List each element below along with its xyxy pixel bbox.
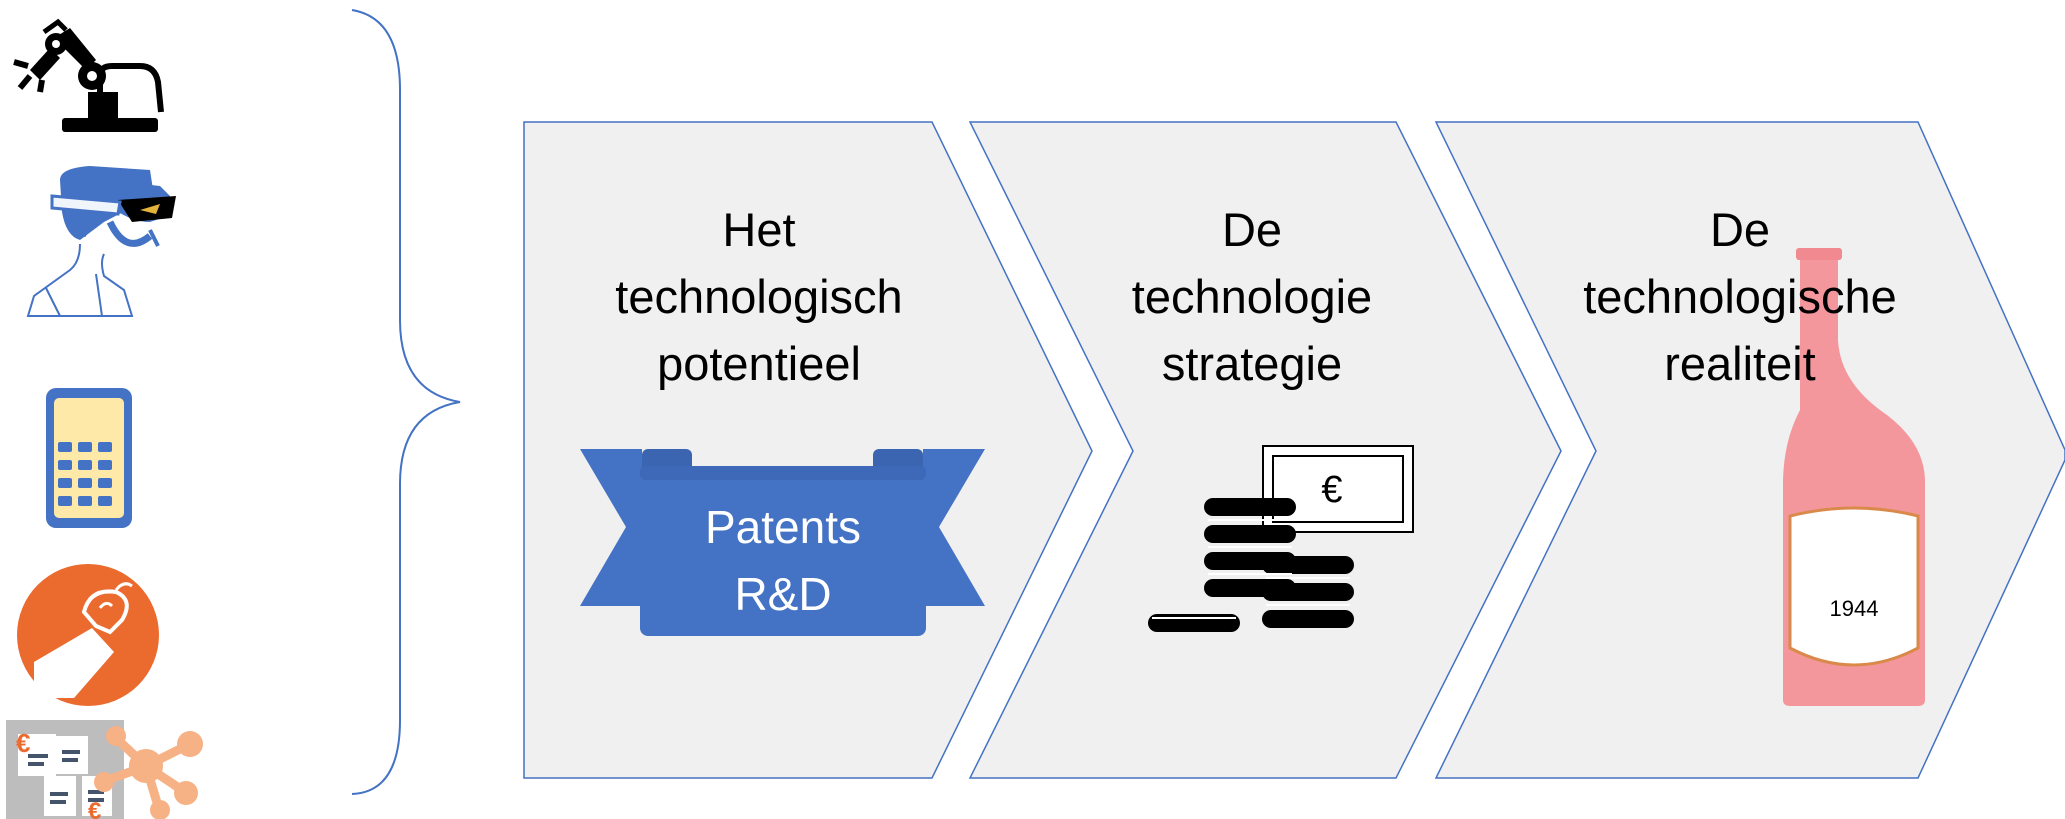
wine-bottle-icon <box>1783 248 1925 706</box>
step-2-line-3: strategie <box>1162 337 1342 390</box>
banner-line-2: R&D <box>734 568 831 620</box>
banner-line-1: Patents <box>705 501 861 553</box>
step-2-line-1: De <box>1222 203 1282 256</box>
banknote-currency: € <box>1321 469 1342 511</box>
step-3-line-3: realiteit <box>1664 337 1816 390</box>
step-3-line-1: De <box>1710 203 1770 256</box>
currency-a: € <box>16 728 30 758</box>
coins-banknote-icon <box>1148 445 1414 632</box>
step-1-line-3: potentieel <box>657 337 861 390</box>
step-3-line-2: technologische <box>1583 270 1897 323</box>
bottle-label-year: 1944 <box>1830 596 1879 621</box>
currency-b: € <box>88 798 101 819</box>
vr-headset-person-icon <box>26 166 176 317</box>
robot-arm-icon <box>13 18 164 132</box>
idea-bulb-icon <box>17 564 159 706</box>
finance-network-icon: € € <box>6 720 203 819</box>
step-1-line-2: technologisch <box>615 270 902 323</box>
step-1-line-1: Het <box>722 203 795 256</box>
calculator-icon <box>46 388 132 528</box>
step-2-line-2: technologie <box>1132 270 1372 323</box>
curly-brace <box>351 9 461 795</box>
ribbon-banner-icon <box>580 449 985 636</box>
